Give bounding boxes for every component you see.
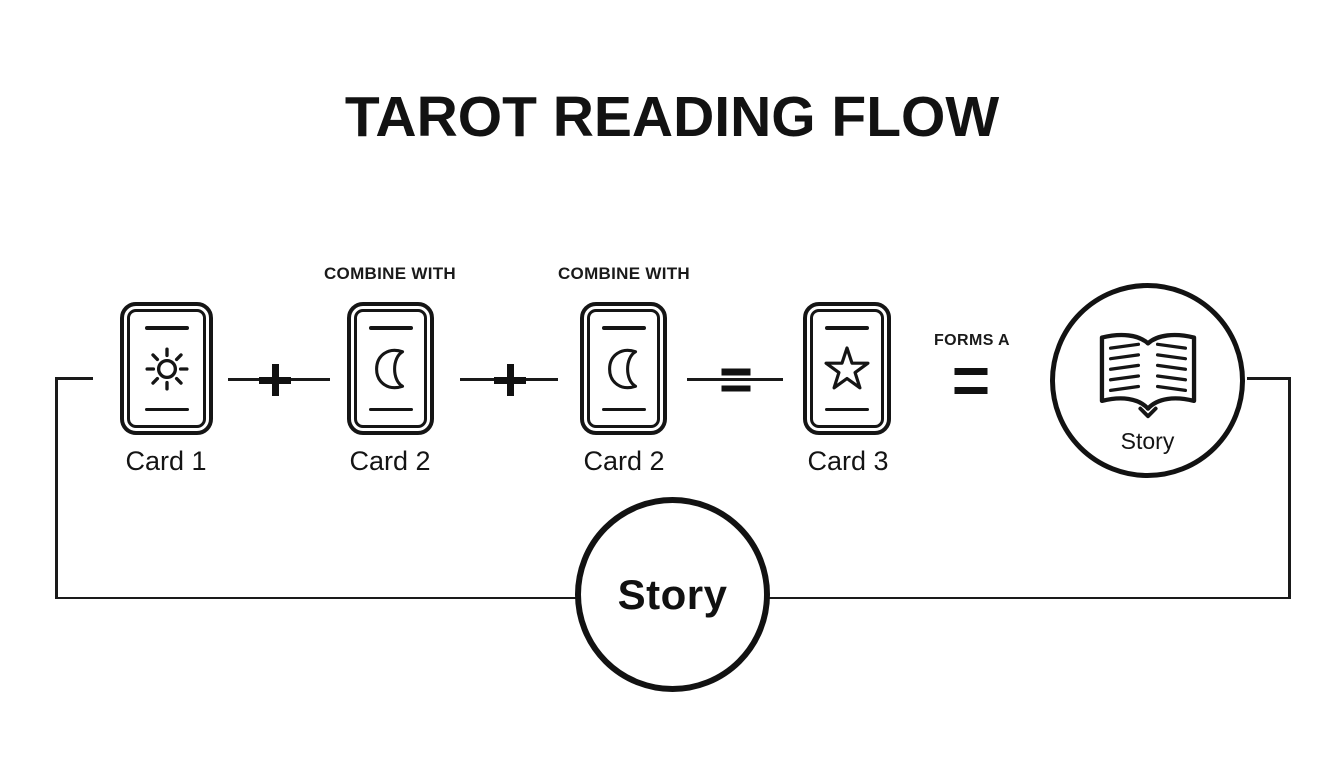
crescent-moon-icon (603, 345, 645, 393)
card-face (587, 309, 660, 428)
story-loop-node: Story (575, 497, 770, 692)
open-book-icon (1087, 328, 1209, 422)
card-face (810, 309, 884, 428)
loop-line-right-vertical (1288, 377, 1291, 599)
tarot-card-1 (120, 302, 213, 435)
sun-icon (144, 346, 190, 392)
tarot-card-3 (803, 302, 891, 435)
card-1-label: Card 1 (125, 446, 207, 476)
forms-a-label: FORMS A (934, 332, 1010, 349)
loop-node-label: Story (617, 570, 728, 618)
tarot-card-2 (347, 302, 434, 435)
plus-icon (259, 364, 291, 396)
loop-line-left-stub (55, 377, 93, 380)
card-3-label: Card 3 (807, 446, 889, 476)
result-node-label: Story (1120, 428, 1175, 454)
card-top-rule (601, 326, 646, 330)
tarot-card-2b (580, 302, 667, 435)
loop-line-bottom-left (55, 596, 579, 599)
card-top-rule (144, 326, 189, 330)
star-icon (821, 344, 873, 394)
card-face (127, 309, 206, 428)
combine-with-label-2: COMBINE WITH (557, 264, 691, 283)
equals-icon (721, 368, 751, 392)
card-2-label: Card 2 (349, 446, 431, 476)
combine-with-label-1: COMBINE WITH (323, 264, 457, 283)
card-top-rule (368, 326, 413, 330)
crescent-moon-icon (370, 345, 412, 393)
card-bottom-rule (144, 407, 189, 411)
equals-icon (954, 368, 988, 394)
plus-icon (494, 364, 526, 396)
card-face (354, 309, 427, 428)
card-bottom-rule (825, 407, 869, 411)
story-result-node: Story (1050, 283, 1245, 478)
card-bottom-rule (368, 407, 413, 411)
loop-line-left-vertical (55, 377, 58, 599)
connector-line-3 (687, 378, 783, 381)
diagram-title: TAROT READING FLOW (344, 85, 1000, 149)
loop-line-bottom-right (766, 596, 1290, 599)
card-bottom-rule (601, 407, 646, 411)
card-2b-label: Card 2 (583, 446, 665, 476)
card-top-rule (825, 326, 869, 330)
loop-line-right-stub (1247, 377, 1290, 380)
